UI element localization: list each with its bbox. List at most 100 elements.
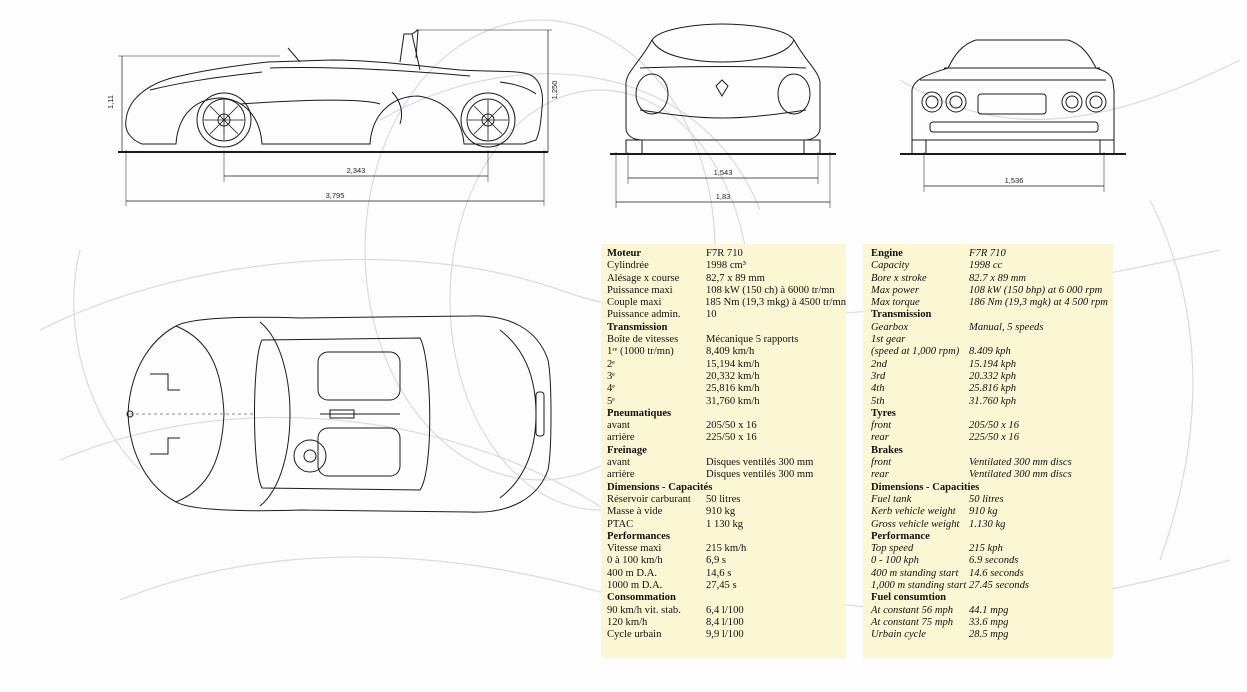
spec-row: 0 à 100 km/h 6,9 s	[607, 555, 846, 567]
spec-label: Max power	[871, 284, 919, 296]
spec-label: (speed at 1,000 rpm)	[871, 346, 960, 358]
spec-value: 215 km/h	[706, 543, 747, 555]
spec-value: 1998 cc	[969, 260, 1003, 272]
spec-label: Boîte de vitesses	[607, 334, 679, 346]
spec-label: arrière	[607, 469, 635, 481]
rear-view	[900, 39, 1126, 192]
top-view	[126, 315, 552, 513]
spec-row: Gross vehicle weight 1.130 kg	[871, 519, 1113, 531]
spec-value: 20.332 kph	[969, 370, 1017, 382]
spec-row: 90 km/h vit. stab.6,4 l/100	[607, 605, 846, 617]
spec-label: avant	[607, 420, 630, 432]
spec-label: Brakes	[871, 444, 903, 456]
length-label: 3,795	[326, 191, 345, 200]
spec-section-heading: Consommation	[607, 592, 846, 604]
spec-label: Tyres	[871, 407, 896, 419]
spec-value: 50 litres	[706, 493, 741, 505]
front-width-label: 1,83	[716, 192, 731, 201]
spec-label: rear	[871, 432, 889, 444]
spec-row: 0 - 100 kph 6.9 seconds	[871, 555, 1113, 567]
spec-value: 910 kg	[706, 506, 736, 518]
spec-value: 14.6 seconds	[969, 567, 1024, 579]
spec-label: PTAC	[607, 518, 634, 530]
side-view	[118, 29, 552, 206]
spec-label: Pneumatiques	[607, 407, 672, 419]
spec-value: 6.9 seconds	[969, 555, 1019, 567]
spec-row: (speed at 1,000 rpm)8.409 kph	[871, 346, 1113, 358]
spec-value: 20,332 km/h	[706, 370, 760, 382]
spec-value: 6,4 l/100	[706, 604, 744, 616]
spec-value: 225/50 x 16	[706, 432, 757, 444]
spec-value: 82,7 x 89 mm	[706, 272, 765, 284]
spec-value: 185 Nm (19,3 mkg) à 4500 tr/mn	[705, 297, 846, 309]
spec-label: 3ᵉ	[607, 370, 616, 382]
spec-row: 1st gear	[871, 334, 1113, 346]
spec-value: 1998 cm³	[706, 260, 746, 272]
spec-label: avant	[607, 457, 630, 469]
spec-label: Fuel consumtion	[871, 592, 947, 604]
spec-label: Gross vehicle weight	[871, 518, 960, 530]
spec-label: Transmission	[871, 309, 932, 321]
spec-value: 25,816 km/h	[706, 383, 760, 395]
spec-value: Mécanique 5 rapports	[706, 334, 799, 346]
wheelbase-label: 2,343	[347, 166, 366, 175]
spec-value: Ventilated 300 mm discs	[969, 457, 1072, 469]
spec-section-heading: Performance	[871, 531, 1113, 543]
spec-label: Vitesse maxi	[607, 543, 662, 555]
spec-value: 82.7 x 89 mm	[969, 272, 1027, 284]
spec-label: Capacity	[871, 260, 910, 272]
spec-label: Moteur	[607, 248, 642, 259]
spec-row: arrière 225/50 x 16	[607, 432, 846, 444]
spec-row: 3rd 20.332 kph	[871, 371, 1113, 383]
spec-label: Gearbox	[871, 321, 909, 333]
spec-label: Performances	[607, 530, 670, 542]
spec-label: 0 à 100 km/h	[607, 555, 663, 567]
spec-value: Disques ventilés 300 mm	[706, 457, 814, 469]
spec-row: Masse à vide 910 kg	[607, 506, 846, 518]
spec-value: F7R 710	[969, 248, 1006, 259]
spec-value: 28.5 mpg	[969, 629, 1009, 641]
spec-label: Alésage x course	[607, 272, 680, 284]
spec-value: 50 litres	[969, 493, 1004, 505]
spec-label: arrière	[607, 432, 635, 444]
height-front-label: 1,11	[106, 95, 115, 109]
spec-value: 27,45 s	[706, 580, 737, 592]
spec-label: 5ᵉ	[607, 395, 616, 407]
spec-row: Alésage x course 82,7 x 89 mm	[607, 273, 846, 285]
spec-row: 1000 m D.A.27,45 s	[607, 580, 846, 592]
spec-label: Freinage	[607, 444, 647, 456]
spec-value: 6,9 s	[706, 555, 727, 567]
spec-label: Cylindrée	[607, 260, 649, 272]
spec-row: Puissance admin.10	[607, 309, 846, 321]
spec-value: 1.130 kg	[969, 518, 1006, 530]
spec-section-heading: Engine F7R 710	[871, 248, 1113, 260]
spec-label: 0 - 100 kph	[871, 555, 919, 567]
spec-value: 108 kW (150 ch) à 6000 tr/mn	[706, 284, 835, 296]
spec-label: Masse à vide	[607, 506, 663, 518]
spec-value: 186 Nm (19,3 mgk) at 4 500 rpm	[969, 297, 1108, 309]
spec-value: 9,9 l/100	[706, 629, 744, 641]
spec-label: front	[871, 420, 892, 432]
spec-section-heading: Performances	[607, 531, 846, 543]
spec-value: 215 kph	[969, 543, 1003, 555]
spec-value: 8,409 km/h	[706, 346, 755, 358]
spec-label: Engine	[871, 248, 903, 259]
spec-label: 3rd	[871, 370, 886, 382]
